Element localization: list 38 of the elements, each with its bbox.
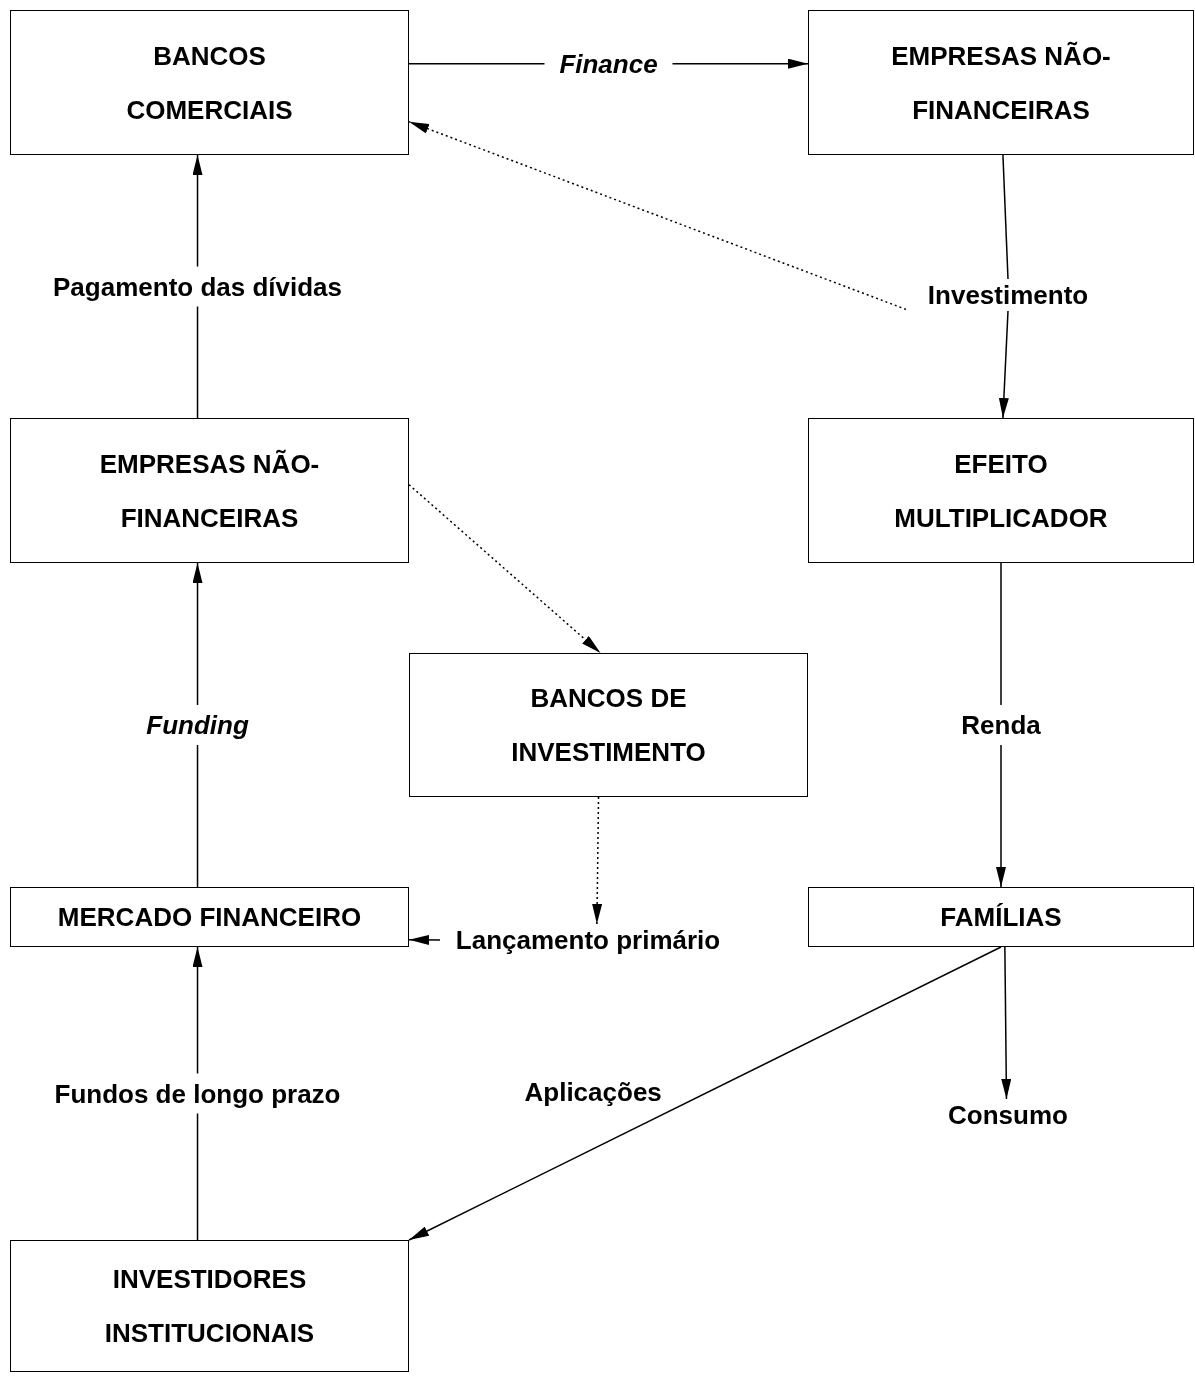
node-label: EFEITO MULTIPLICADOR bbox=[893, 447, 1109, 535]
node-label: Investimento bbox=[927, 279, 1089, 311]
process-box bbox=[409, 653, 808, 797]
node-label: FAMÍLIAS bbox=[940, 901, 1062, 934]
node-label: MERCADO FINANCEIRO bbox=[57, 901, 362, 934]
node-label: Consumo bbox=[948, 1099, 1068, 1131]
edge-label: Finance bbox=[559, 47, 658, 80]
arrow bbox=[1001, 946, 1012, 1100]
edge-label: Pagamento das dívidas bbox=[53, 270, 342, 303]
arrow bbox=[192, 562, 203, 888]
process-box bbox=[808, 418, 1194, 563]
node-label: Lançamento primário bbox=[455, 924, 721, 956]
process-box bbox=[10, 1240, 409, 1372]
connector-line bbox=[1002, 154, 1009, 280]
edge-label: Aplicações bbox=[524, 1076, 662, 1109]
process-box bbox=[808, 887, 1194, 947]
process-box bbox=[10, 10, 409, 155]
arrow bbox=[996, 562, 1006, 888]
arrow bbox=[408, 483, 602, 654]
node-label: EMPRESAS NÃO-FINANCEIRAS bbox=[98, 447, 321, 535]
node-label: BANCOS DE INVESTIMENTO bbox=[510, 682, 707, 769]
arrow bbox=[192, 154, 203, 419]
edge-label: Funding bbox=[146, 709, 249, 741]
process-box bbox=[10, 887, 409, 947]
arrow bbox=[998, 310, 1009, 419]
edge-label: Renda bbox=[961, 709, 1041, 741]
arrow bbox=[592, 796, 603, 925]
edge-label: Fundos de longo prazo bbox=[54, 1077, 341, 1110]
process-box bbox=[10, 418, 409, 563]
arrow bbox=[408, 946, 1002, 1241]
arrow bbox=[408, 120, 907, 311]
node-label: EMPRESAS NÃO-FINANCEIRAS bbox=[890, 39, 1112, 127]
arrow bbox=[408, 934, 441, 945]
arrow bbox=[408, 58, 809, 69]
node-label: INVESTIDORES INSTITUCIONAIS bbox=[103, 1263, 316, 1350]
arrow bbox=[192, 946, 203, 1241]
process-box bbox=[808, 10, 1194, 155]
node-label: BANCOS COMERCIAIS bbox=[125, 39, 294, 127]
